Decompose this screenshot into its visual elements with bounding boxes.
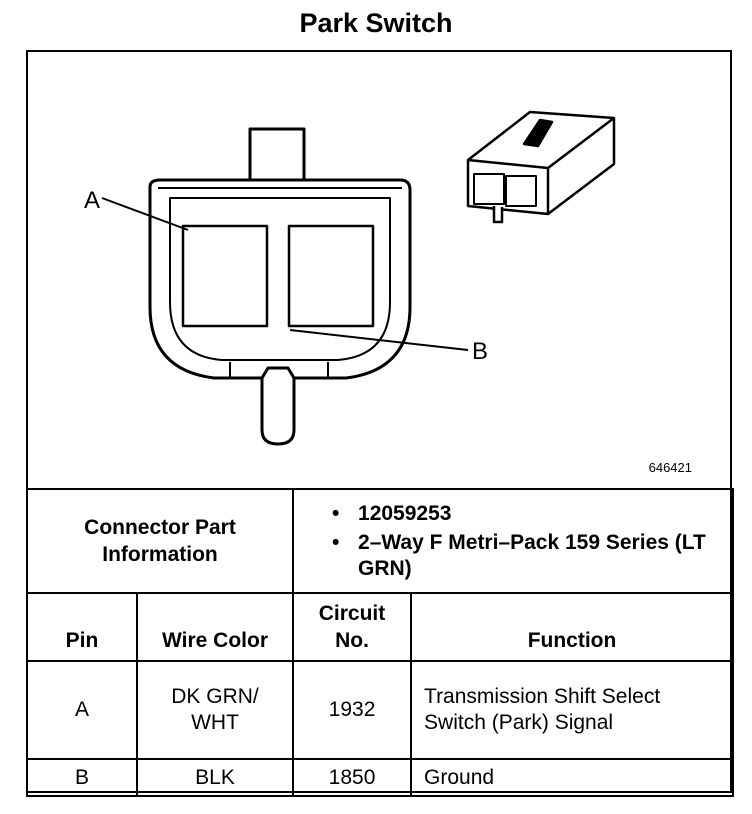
header-circuit: Circuit No. (292, 592, 413, 662)
header-function: Function (410, 592, 735, 662)
function-cell: Transmission Shift Select Switch (Park) … (410, 660, 735, 760)
connector-drawing: A B (84, 110, 616, 446)
table-row: A DK GRN/ WHT 1932 Transmission Shift Se… (26, 660, 735, 760)
connector-top-tab (248, 127, 306, 187)
header-wire-color: Wire Color (135, 592, 295, 662)
callout-b-leader (289, 329, 469, 351)
connector-outer-body (148, 178, 412, 380)
table-header-row: Pin Wire Color Circuit No. Function (26, 592, 735, 662)
connector-info-row: Connector Part Information • 12059253 • … (25, 488, 735, 594)
connector-part-number: • 12059253 (332, 501, 452, 525)
header-pin: Pin (26, 592, 138, 662)
circuit-cell: 1932 (292, 660, 413, 760)
figure-number: 646421 (648, 460, 692, 475)
callout-b-label: B (472, 338, 488, 365)
pin-a-cavity (181, 224, 269, 328)
bullet-icon: • (332, 530, 340, 554)
pin-cell: A (26, 660, 138, 760)
page-title: Park Switch (299, 8, 453, 38)
connector-iso-view (466, 110, 616, 224)
function-cell: Ground (410, 758, 735, 797)
pin-b-cavity (287, 224, 375, 328)
pinout-table: Connector Part Information • 12059253 • … (25, 488, 735, 797)
wire-color-cell: DK GRN/ WHT (135, 660, 295, 760)
connector-info-label: Connector Part Information (25, 488, 295, 594)
callout-a-leader (101, 197, 189, 231)
callout-a-label: A (84, 187, 100, 214)
connector-inner-body (169, 197, 391, 361)
circuit-cell: 1850 (292, 758, 413, 797)
wire-color-cell: BLK (135, 758, 295, 797)
diagram-frame: A B 646421 Connector Part Information • … (25, 50, 735, 797)
connector-info-list: • 12059253 • 2–Way F Metri–Pack 159 Seri… (292, 488, 735, 594)
connector-bottom-tab (260, 366, 296, 446)
bullet-icon: • (332, 501, 340, 525)
connector-description: • 2–Way F Metri–Pack 159 Series (LT GRN) (332, 530, 706, 580)
pin-cell: B (26, 758, 138, 797)
table-row: B BLK 1850 Ground (26, 758, 735, 797)
